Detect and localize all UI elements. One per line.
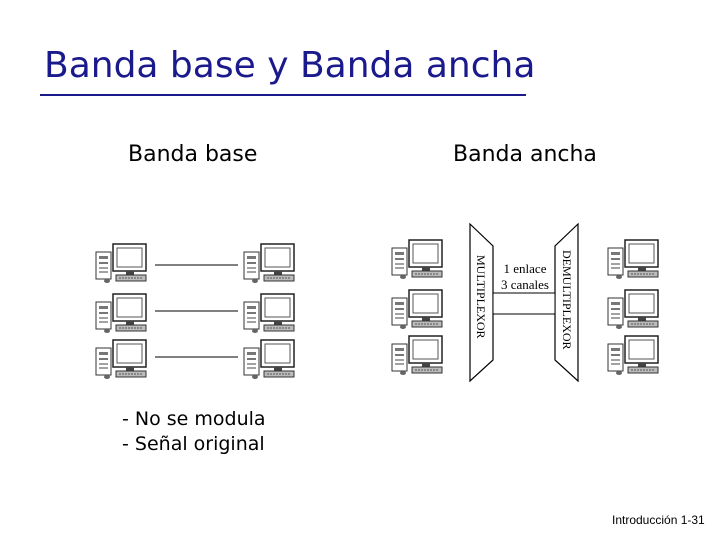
computer-icon — [95, 339, 147, 380]
baseband-notes: - No se modula - Señal original — [122, 407, 266, 457]
computer-icon — [95, 243, 147, 284]
title-underline — [40, 94, 526, 96]
slide-title: Banda base y Banda ancha — [44, 45, 536, 86]
computer-icon — [243, 243, 295, 284]
broadband-heading: Banda ancha — [453, 142, 597, 167]
baseband-heading: Banda base — [128, 142, 258, 167]
computer-icon — [607, 239, 659, 280]
computer-icon — [391, 289, 443, 330]
demultiplexer-block — [554, 222, 579, 383]
note-item: - No se modula — [122, 408, 266, 430]
computer-icon — [391, 335, 443, 376]
multiplexer-label: MULTIPLEXOR — [474, 255, 488, 339]
note-item: - Señal original — [122, 433, 265, 455]
slide-footer: Introducción 1-31 — [612, 513, 705, 527]
demultiplexer-label: DEMULTIPLEXOR — [560, 250, 574, 350]
multiplexer-block — [469, 222, 494, 383]
computer-icon — [95, 293, 147, 334]
computer-icon — [607, 335, 659, 376]
computer-icon — [243, 339, 295, 380]
link-label-line2: 3 canales — [501, 277, 549, 292]
shared-link — [492, 292, 556, 315]
link-label-line1: 1 enlace — [504, 261, 547, 276]
computer-icon — [391, 239, 443, 280]
computer-icon — [243, 293, 295, 334]
computer-icon — [607, 289, 659, 330]
